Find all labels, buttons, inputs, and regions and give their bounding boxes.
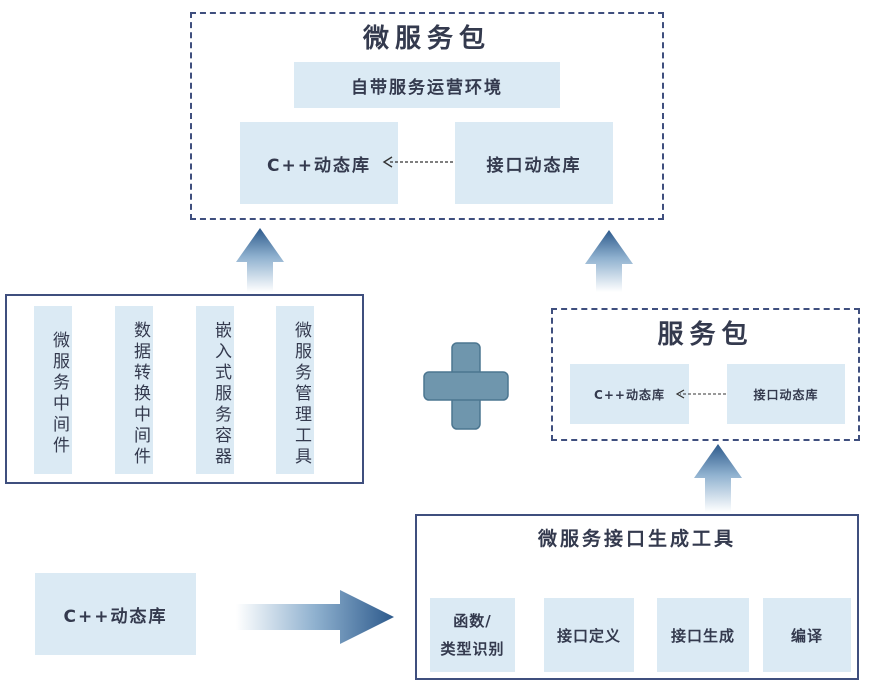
service-package: 服务包 C++动态库 接口动态库: [551, 308, 860, 441]
right-arrow-input: [236, 590, 394, 644]
service-interface-lib-box: 接口动态库: [727, 364, 845, 424]
step-interface-definition: 接口定义: [544, 598, 634, 672]
step-interface-definition-label: 接口定义: [556, 626, 621, 645]
input-cpp-lib-box: C++动态库: [35, 573, 196, 655]
step-1-line-2: 类型识别: [440, 640, 505, 658]
input-cpp-lib-label: C++动态库: [63, 606, 168, 627]
middleware-group: 微服务中间件 数据转换中间件 嵌入式服务容器 微服务管理工具: [5, 294, 364, 484]
interface-generator-tool: 微服务接口生成工具 函数/ 类型识别 接口定义 接口生成 编译: [415, 514, 859, 680]
step-1-line-1: 函数/: [453, 612, 492, 630]
service-interface-lib-label: 接口动态库: [753, 387, 819, 402]
generator-title: 微服务接口生成工具: [537, 528, 736, 550]
up-arrow-left: [236, 228, 284, 292]
middleware-item: 数据转换中间件: [115, 306, 153, 474]
step-compile: 编译: [763, 598, 851, 672]
middleware-item: 嵌入式服务容器: [196, 306, 234, 474]
top-interface-lib-box: 接口动态库: [455, 122, 613, 204]
step-interface-generation-label: 接口生成: [670, 626, 735, 645]
runtime-environment-label: 自带服务运营环境: [351, 77, 503, 98]
service-cpp-lib-label: C++动态库: [594, 387, 665, 402]
step-function-type-recognition: 函数/ 类型识别: [430, 598, 515, 672]
middleware-item: 微服务中间件: [34, 306, 72, 474]
plus-icon: [423, 342, 509, 430]
middleware-item: 微服务管理工具: [276, 306, 314, 474]
top-cpp-lib-box: C++动态库: [240, 122, 398, 204]
step-compile-label: 编译: [790, 626, 823, 645]
service-cpp-lib-box: C++动态库: [570, 364, 689, 424]
top-dashed-arrow: [382, 156, 453, 168]
up-arrow-generator: [694, 444, 742, 512]
service-dashed-arrow: [675, 389, 726, 399]
up-arrow-right: [585, 230, 633, 292]
runtime-environment-box: 自带服务运营环境: [294, 62, 560, 108]
top-cpp-lib-label: C++动态库: [267, 155, 371, 176]
top-interface-lib-label: 接口动态库: [486, 155, 582, 176]
service-package-title: 服务包: [657, 320, 754, 350]
micro-service-package: 微服务包 自带服务运营环境 C++动态库 接口动态库: [190, 12, 664, 220]
step-interface-generation: 接口生成: [657, 598, 749, 672]
micro-service-package-title: 微服务包: [362, 24, 491, 54]
